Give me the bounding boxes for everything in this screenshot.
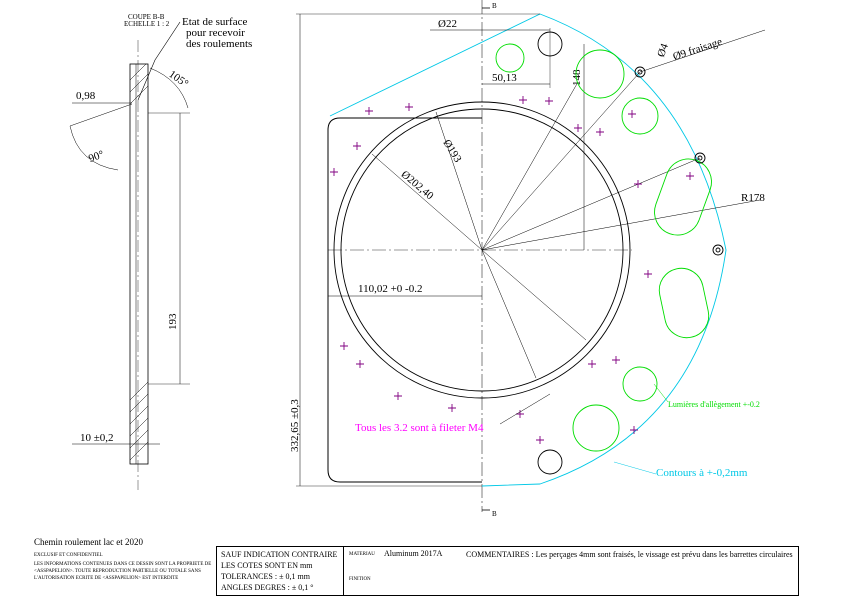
section-marker-bottom: B	[492, 510, 497, 518]
lightening-circle-5	[572, 404, 620, 452]
angle-90-arc	[69, 125, 119, 171]
dim-50-13: 50,13	[492, 72, 517, 84]
plate-section	[129, 63, 149, 465]
section-scale: ECHELLE 1 : 2	[124, 20, 170, 28]
plate-outline-left	[327, 117, 482, 483]
tolerance-line1: SAUF INDICATION CONTRAIRE	[221, 550, 338, 559]
radial-dimension-lines	[371, 71, 761, 379]
bottom-hatching	[129, 381, 149, 461]
confidential-heading: EXCLUSIF ET CONFIDENTIEL	[34, 553, 103, 558]
drawing-title: Chemin roulement lac et 2020	[34, 537, 143, 547]
surface-note-line2: pour recevoir	[186, 27, 245, 39]
dim-height-193: 193	[167, 313, 179, 330]
section-title: COUPE B-B	[128, 13, 165, 21]
lightening-slot-2	[658, 267, 710, 339]
dim-chamfer: 0,98	[76, 90, 96, 102]
dim-angle-90: 90°	[87, 148, 106, 165]
note-lightening: Lumières d'allègement +-0.2	[668, 400, 760, 409]
material-label: MATERIAU	[349, 552, 375, 557]
m4-threaded-holes	[330, 96, 694, 444]
tolerance-line2: LES COTES SONT EN mm	[221, 561, 313, 570]
dim-dia-202: Ø202,40	[399, 168, 436, 202]
dim-angle-105: 105°	[166, 68, 190, 90]
note-threads-leader	[499, 393, 551, 425]
lightening-holes	[495, 43, 712, 452]
finish-label: FINITION	[349, 577, 371, 582]
section-marker-top: B	[492, 2, 497, 10]
note-contours-leader	[613, 461, 657, 475]
material-box: MATERIAU Aluminum 2017A FINITION	[343, 546, 463, 596]
countersunk-holes	[537, 66, 724, 475]
angle-105-arc	[149, 67, 189, 109]
note-contours: Contours à +-0,2mm	[656, 467, 748, 479]
tolerance-line3: TOLERANCES : ± 0,1 mm	[221, 572, 310, 581]
angle-90-leg	[69, 103, 133, 127]
lightening-circle-1	[495, 43, 525, 73]
lightening-circle-3	[621, 97, 659, 135]
dim-dia-22: Ø22	[438, 18, 457, 30]
front-view: B B Ø22 50,13 148	[289, 0, 765, 518]
dim-9-leader	[639, 29, 766, 73]
lightening-circle-4	[622, 366, 658, 402]
dim-148: 148	[571, 69, 583, 86]
dim-thickness: 10 ±0,2	[80, 432, 114, 444]
dim-dia-9: Ø9 fraisage	[671, 36, 723, 63]
note-threads: Tous les 3.2 sont à fileter M4	[355, 422, 484, 434]
surface-leader	[137, 21, 181, 101]
material-value: Aluminum 2017A	[384, 549, 443, 558]
surface-note-line1: Etat de surface	[182, 16, 247, 28]
lightening-slot-1	[654, 158, 712, 236]
lightening-circle-2	[575, 49, 625, 99]
confidential-text: LES INFORMATIONS CONTENUES DANS CE DESSI…	[34, 562, 212, 581]
note-lightening-leader	[653, 383, 669, 403]
tolerance-box: SAUF INDICATION CONTRAIRE LES COTES SONT…	[216, 546, 344, 596]
dim-dia-4: Ø4	[655, 42, 671, 59]
dim-332-65: 332,65 ±0,3	[289, 399, 301, 452]
dim-dia-193: Ø193	[441, 137, 464, 165]
side-view: COUPE B-B ECHELLE 1 : 2 Etat de surface …	[69, 13, 252, 490]
comments-box: COMMENTAIRES : Les perçages 4mm sont fra…	[462, 546, 799, 596]
tolerance-line4: ANGLES DEGRES : ± 0,1 °	[221, 583, 314, 592]
surface-note-line3: des roulements	[186, 38, 252, 50]
comments-text: COMMENTAIRES : Les perçages 4mm sont fra…	[466, 550, 793, 559]
dim-110-02: 110,02 +0 -0.2	[358, 283, 422, 295]
dim-r178: R178	[741, 192, 765, 204]
